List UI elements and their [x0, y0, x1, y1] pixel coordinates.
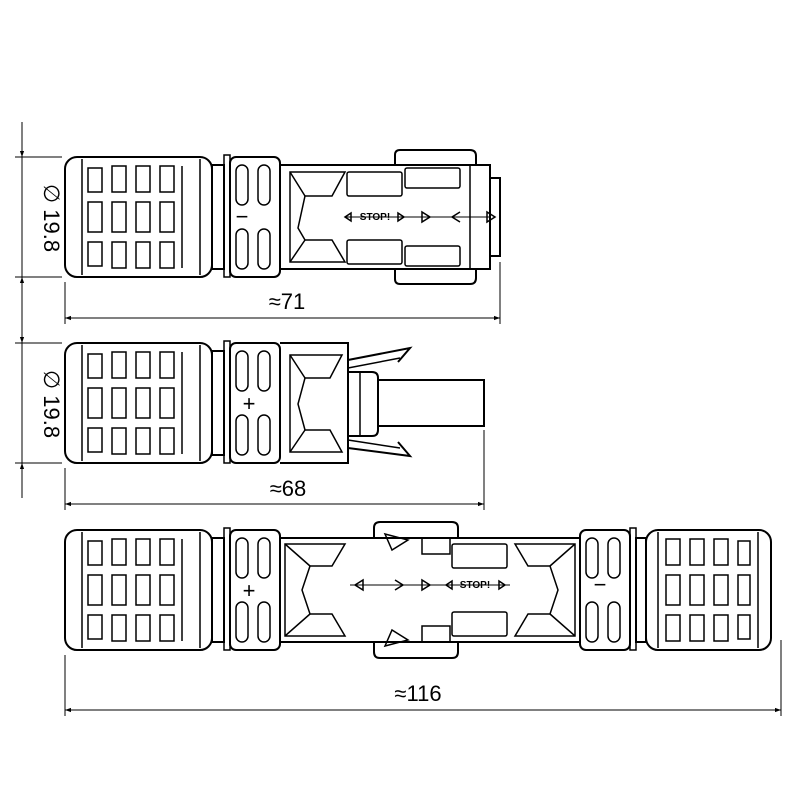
female-latches [394, 149, 501, 285]
mated-right-collar [629, 527, 647, 651]
mated-left-polarity-mark: + [243, 578, 256, 603]
female-grip: − [229, 156, 281, 278]
male-connector: + [64, 340, 485, 464]
female-stop-label: STOP! [360, 212, 390, 223]
mated-stop-label: STOP! [460, 580, 490, 591]
mated-right-polarity-mark: − [594, 572, 607, 597]
dimension-length-male: ≈68 [64, 430, 485, 510]
mated-right-nut [645, 529, 772, 651]
male-nut [64, 342, 213, 464]
dimension-diameter-female: ∅ 19.8 [15, 122, 64, 312]
dimension-diameter-male: ∅ 19.8 [15, 310, 64, 498]
dimension-length-mated: ≈116 [64, 640, 782, 716]
mated-left-collar [211, 527, 231, 651]
mated-right-grip: − [579, 529, 631, 651]
mated-latches [373, 521, 459, 659]
male-length-label: ≈68 [270, 476, 307, 501]
female-length-label: ≈71 [269, 289, 306, 314]
female-connector: − STOP! [64, 149, 501, 285]
male-polarity-mark: + [243, 391, 256, 416]
mated-left-grip: + [229, 529, 281, 651]
female-nut [64, 156, 213, 278]
mated-length-label: ≈116 [394, 681, 441, 706]
mated-pair: + STOP! [64, 521, 772, 659]
female-polarity-mark: − [236, 204, 249, 229]
female-diameter-label: ∅ 19.8 [39, 184, 64, 252]
dimension-length-female: ≈71 [64, 262, 501, 324]
mated-left-nut [64, 529, 213, 651]
male-diameter-label: ∅ 19.8 [39, 370, 64, 438]
male-grip: + [229, 342, 281, 464]
male-housing [280, 342, 485, 464]
female-collar [211, 154, 231, 278]
female-housing: STOP! [280, 164, 497, 270]
male-collar [211, 340, 231, 464]
